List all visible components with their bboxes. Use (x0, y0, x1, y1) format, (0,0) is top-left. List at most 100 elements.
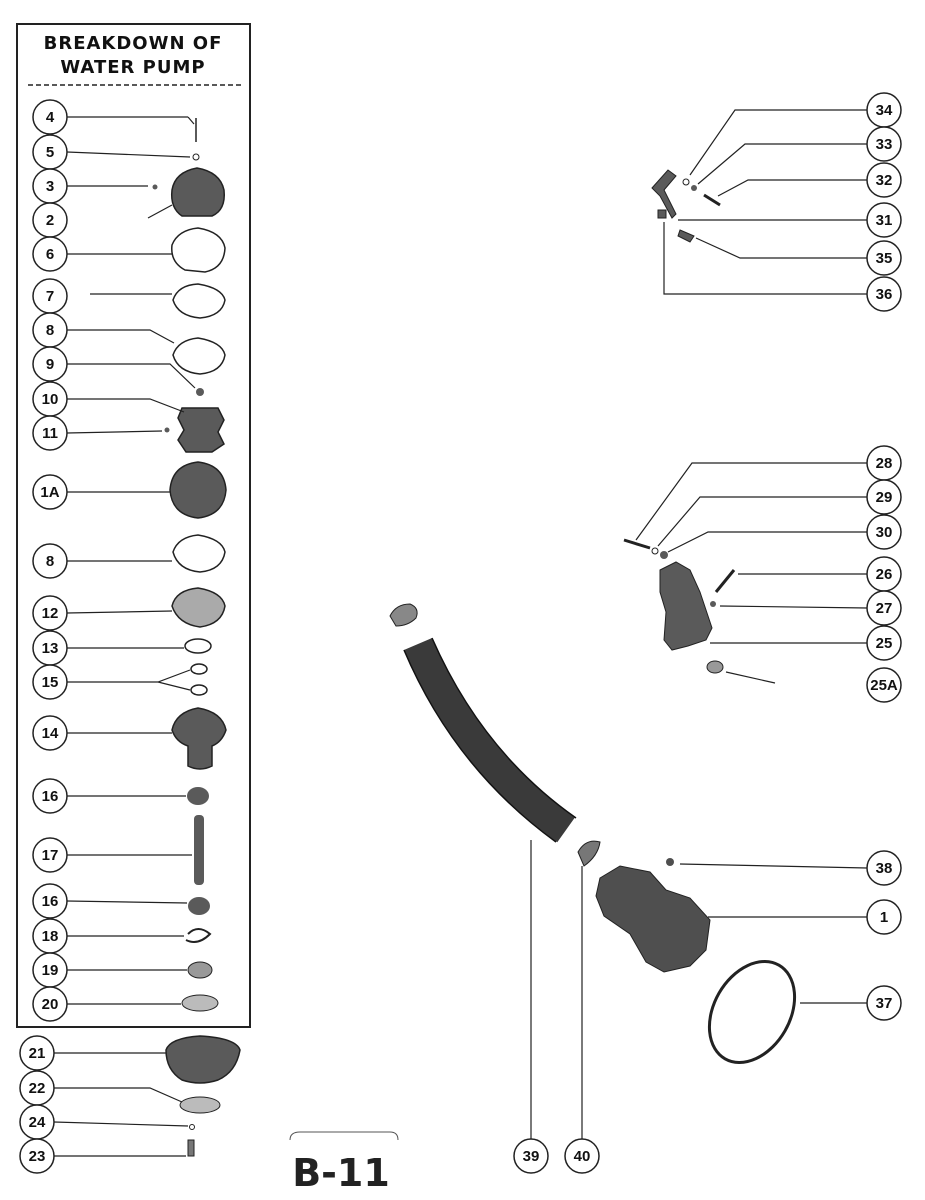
svg-text:13: 13 (42, 640, 59, 657)
o-ring-part (184, 638, 212, 654)
washer-29-part (651, 547, 659, 555)
svg-text:37: 37 (876, 995, 893, 1012)
svg-text:36: 36 (876, 286, 893, 303)
callout-5: 5 (32, 134, 191, 170)
svg-text:17: 17 (42, 847, 59, 864)
nut-part (657, 209, 667, 219)
base-part (165, 1035, 241, 1084)
left-callouts: 4 5 3 2 6 7 8 (19, 99, 196, 1174)
hose-assembly (389, 603, 601, 867)
callout-8-lower: 8 (32, 543, 172, 579)
svg-text:3: 3 (46, 178, 54, 195)
svg-text:21: 21 (29, 1045, 46, 1062)
pump-base-part (171, 707, 227, 770)
svg-text:7: 7 (46, 288, 54, 305)
svg-text:20: 20 (42, 996, 59, 1013)
callout-19: 19 (32, 952, 187, 988)
small-washer-part (189, 1124, 195, 1130)
svg-text:16: 16 (42, 893, 59, 910)
callout-35: 35 (695, 237, 902, 276)
seal-part-lower (190, 684, 208, 696)
bracket-assembly (651, 169, 721, 243)
callout-8: 8 (32, 312, 175, 348)
left-parts (152, 118, 241, 1157)
housing-25-part (659, 561, 713, 651)
svg-text:38: 38 (876, 860, 893, 877)
svg-text:28: 28 (876, 455, 893, 472)
svg-text:10: 10 (42, 391, 59, 408)
callout-6: 6 (32, 236, 172, 272)
snap-ring-part (185, 928, 212, 943)
svg-text:1A: 1A (40, 484, 59, 501)
drive-key-part (164, 427, 170, 433)
callout-4: 4 (32, 99, 195, 135)
svg-text:1: 1 (880, 909, 888, 926)
callout-37: 37 (800, 985, 902, 1021)
plate-part-3 (181, 994, 219, 1012)
lower-right-callouts: 38 1 37 (679, 850, 902, 1021)
bracket-part (651, 169, 677, 219)
fitting-25A-part (706, 660, 724, 674)
gasket-part-4 (179, 1096, 221, 1114)
shaft-part (194, 815, 204, 885)
svg-text:6: 6 (46, 246, 54, 263)
callout-33: 33 (697, 126, 902, 185)
svg-text:33: 33 (876, 136, 893, 153)
callout-12: 12 (32, 595, 173, 631)
housing-assembly (623, 538, 736, 674)
upper-right-callouts: 34 33 32 31 35 36 (663, 92, 902, 312)
title-line-1: BREAKDOWN OF (44, 33, 223, 54)
callout-1A: 1A (32, 474, 170, 510)
hose-part (404, 638, 575, 843)
seal-part-upper (190, 663, 208, 675)
main-pump-part (595, 865, 711, 973)
callout-40: 40 (564, 866, 600, 1174)
svg-text:22: 22 (29, 1080, 46, 1097)
callout-11: 11 (32, 415, 163, 451)
hose-outline-2 (431, 637, 577, 819)
washer-part (192, 153, 200, 161)
svg-text:34: 34 (876, 102, 893, 119)
svg-text:32: 32 (876, 172, 893, 189)
key-part (196, 388, 204, 396)
bolt-28-part (623, 538, 651, 550)
svg-text:9: 9 (46, 356, 54, 373)
callout-13: 13 (32, 630, 184, 666)
svg-text:24: 24 (29, 1114, 46, 1131)
bearing-part (187, 787, 209, 805)
callout-38: 38 (679, 850, 902, 886)
svg-text:31: 31 (876, 212, 893, 229)
svg-text:16: 16 (42, 788, 59, 805)
callout-32: 32 (717, 162, 902, 198)
svg-text:25A: 25A (870, 677, 898, 694)
svg-text:18: 18 (42, 928, 59, 945)
gasket-37-part (707, 960, 797, 1064)
main-pump-assembly (595, 858, 797, 1064)
gasket-part (171, 227, 226, 273)
svg-text:26: 26 (876, 566, 893, 583)
page-label-bracket (289, 1131, 399, 1141)
callout-22: 22 (19, 1070, 183, 1106)
callout-25: 25 (710, 625, 902, 661)
pump-cover-part (170, 167, 225, 217)
callout-29: 29 (657, 479, 902, 547)
svg-text:11: 11 (42, 425, 58, 442)
svg-text:2: 2 (46, 212, 54, 229)
bolt-26-part (714, 569, 736, 593)
housing-part (169, 461, 227, 519)
plug-38-part (666, 858, 674, 866)
callout-15: 15 (32, 664, 191, 700)
callout-25A: 25A (725, 667, 902, 703)
callout-16-lower: 16 (32, 883, 188, 919)
svg-text:19: 19 (42, 962, 59, 979)
callout-36: 36 (663, 222, 902, 312)
callout-39: 39 (513, 840, 549, 1174)
callout-27: 27 (719, 590, 902, 626)
svg-text:12: 12 (42, 605, 59, 622)
callout-16: 16 (32, 778, 186, 814)
callout-24: 24 (19, 1104, 189, 1140)
svg-text:15: 15 (42, 674, 59, 691)
callout-20: 20 (32, 986, 181, 1022)
bottom-callouts: 39 40 (513, 840, 600, 1174)
bolt-32-part (703, 193, 721, 207)
